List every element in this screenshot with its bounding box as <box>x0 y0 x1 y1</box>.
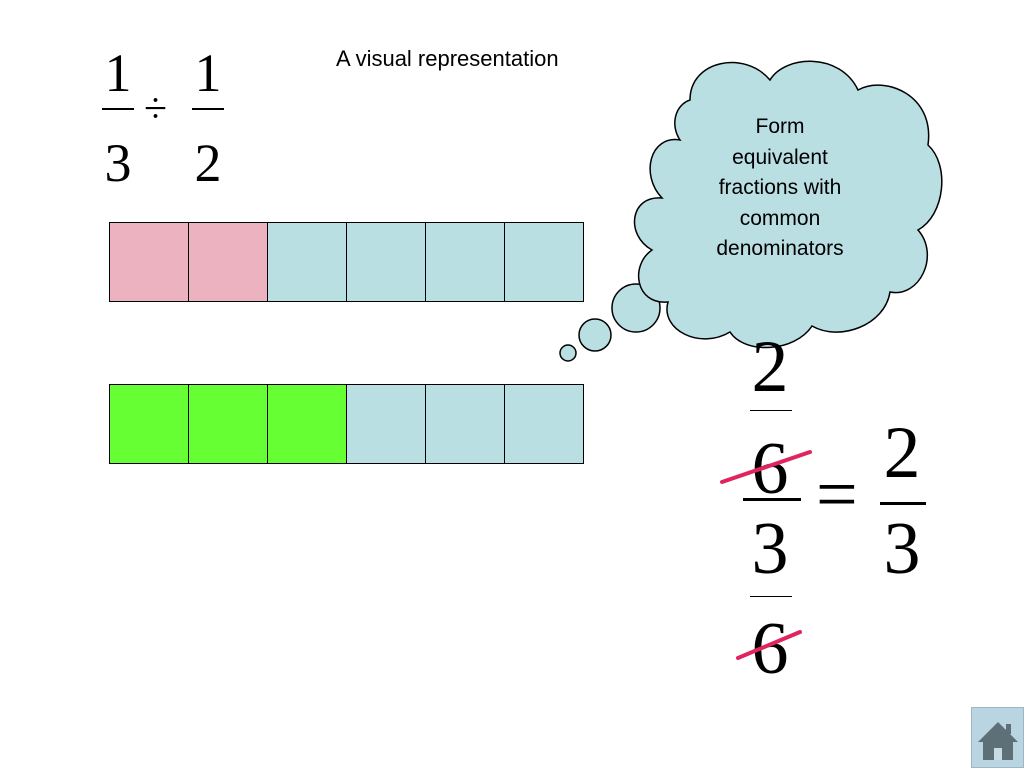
top-fraction-bar <box>750 410 792 411</box>
division-operator: ÷ <box>144 86 168 132</box>
left-denominator: 3 <box>104 133 132 193</box>
strip-cell <box>267 384 347 464</box>
strip-cell <box>425 222 505 302</box>
left-numerator: 1 <box>104 43 132 103</box>
strip-cell <box>267 222 347 302</box>
strip-cell <box>425 384 505 464</box>
strike-bottom-six <box>736 630 802 660</box>
bubble-line: Form <box>755 115 805 138</box>
home-icon <box>978 722 1018 760</box>
division-expression: 1 3 ÷ 1 2 <box>96 40 236 190</box>
cloud-shape <box>559 60 943 362</box>
right-numerator: 1 <box>194 43 222 103</box>
cancel-strikes <box>720 450 812 660</box>
left-fraction-bar <box>102 108 134 110</box>
cloud-outline <box>633 60 943 349</box>
strip-cell <box>188 384 268 464</box>
main-fraction-bar <box>743 498 801 501</box>
answer-numerator: 2 <box>883 412 921 494</box>
equals-sign: = <box>816 454 858 536</box>
halves-strip <box>109 384 584 464</box>
right-denominator: 2 <box>194 133 222 193</box>
strip-cell <box>109 384 189 464</box>
strip-cell <box>504 384 584 464</box>
thirds-strip <box>109 222 584 302</box>
bubble-line: fractions with <box>718 176 842 199</box>
strip-cell <box>346 222 426 302</box>
thought-bubble <box>559 60 943 362</box>
bubble-line: denominators <box>716 237 844 260</box>
bubble-dot-medium <box>578 318 612 352</box>
answer-denominator: 3 <box>883 508 921 590</box>
strip-cell <box>188 222 268 302</box>
right-fraction-bar <box>192 108 224 110</box>
strip-cell <box>109 222 189 302</box>
answer-fraction-bar <box>880 502 926 505</box>
strip-cell <box>504 222 584 302</box>
bottom-fraction-bar <box>750 596 792 597</box>
strike-top-six <box>720 450 812 484</box>
bubble-dot-small <box>559 344 577 362</box>
home-button[interactable] <box>971 707 1024 768</box>
bubble-line: equivalent <box>732 145 828 169</box>
bottom-numerator: 3 <box>751 508 789 590</box>
bubble-line: common <box>739 206 821 230</box>
strip-cell <box>346 384 426 464</box>
subtitle: A visual representation <box>336 46 559 71</box>
thought-bubble-text: Form equivalent fractions with common de… <box>690 112 870 265</box>
top-numerator: 2 <box>751 326 789 408</box>
